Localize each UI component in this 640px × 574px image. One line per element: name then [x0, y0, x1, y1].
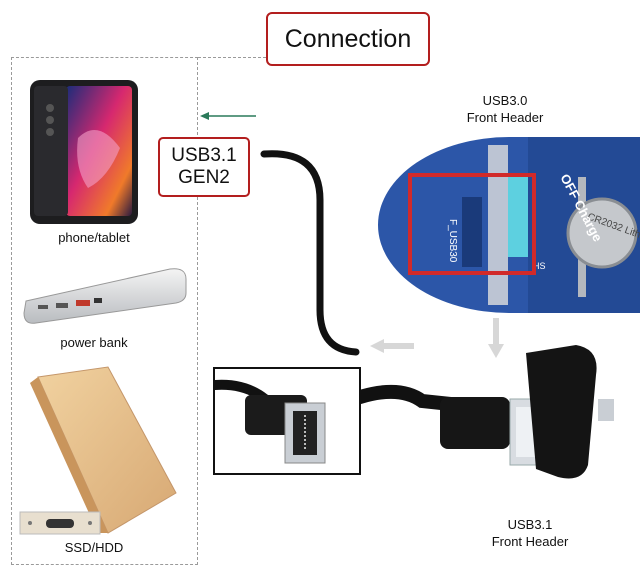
device-label-phone: phone/tablet: [58, 230, 130, 245]
cable-image: [260, 150, 360, 356]
board-hs-text: HS: [533, 261, 546, 271]
panel-connector-line: [198, 57, 266, 58]
usb31-adapter-image: [360, 345, 614, 479]
cable-spec-line2: GEN2: [178, 167, 230, 188]
usb-c-port-image: [19, 511, 101, 535]
usb30-line2: Front Header: [466, 110, 544, 125]
cable-spec-line1: USB3.1: [171, 145, 237, 166]
title-box: Connection: [266, 12, 430, 66]
page-title: Connection: [284, 24, 412, 53]
highlight-box: [408, 173, 536, 275]
arrow-left-grey-icon: [370, 339, 414, 353]
board-header-text: F_USB30: [447, 219, 458, 263]
usb30-line1: USB3.0: [482, 93, 528, 108]
cable-spec-label: USB3.1 GEN2: [158, 137, 250, 197]
devices-panel: [11, 57, 198, 565]
ssd-image: [30, 366, 177, 534]
motherboard-image: CR2032 Lithium 3V OFF Charge F_USB30 HS: [378, 137, 640, 313]
connector-closeup: [213, 367, 361, 475]
phone-image: [30, 80, 138, 224]
arrow-down-grey-icon: [488, 318, 504, 358]
device-label-powerbank: power bank: [60, 335, 128, 350]
usb31-line1: USB3.1: [507, 517, 553, 532]
usb31-header-label: USB3.1 Front Header: [470, 516, 590, 550]
device-label-ssd: SSD/HDD: [64, 540, 124, 555]
power-bank-image: [23, 268, 187, 324]
usb31-line2: Front Header: [491, 534, 569, 549]
arrow-left-icon: [200, 112, 256, 120]
usb30-header-label: USB3.0 Front Header: [445, 92, 565, 126]
